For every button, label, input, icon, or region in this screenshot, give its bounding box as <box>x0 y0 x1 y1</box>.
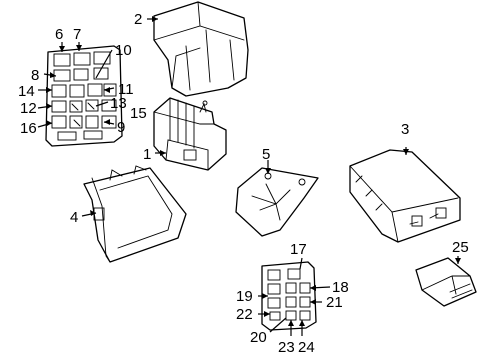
callout-22: 22 <box>236 306 253 323</box>
callout-12: 12 <box>20 100 37 117</box>
callout-7: 7 <box>73 26 81 43</box>
callout-20: 20 <box>250 329 267 346</box>
callout-25: 25 <box>452 239 469 256</box>
callout-4: 4 <box>70 209 78 226</box>
relay-holder-part <box>153 97 227 171</box>
callout-1: 1 <box>143 146 151 163</box>
callout-23: 23 <box>278 339 295 356</box>
callout-3: 3 <box>401 121 409 138</box>
bracket-plate-part <box>235 167 319 237</box>
callout-9: 9 <box>117 119 125 136</box>
tray-part <box>83 165 187 263</box>
relay-block-part <box>45 45 123 147</box>
callout-21: 21 <box>326 294 343 311</box>
callout-13: 13 <box>110 95 127 112</box>
callout-14: 14 <box>18 83 35 100</box>
callout-24: 24 <box>298 339 315 356</box>
leader-lines <box>37 16 461 336</box>
callout-15: 15 <box>130 105 147 122</box>
callout-11: 11 <box>118 81 134 98</box>
module-housing-part <box>349 149 461 243</box>
callout-18: 18 <box>332 279 349 296</box>
cover-part <box>153 1 249 97</box>
callout-labels: 2 1 3 4 5 6 7 8 9 10 11 12 13 14 15 16 1… <box>18 11 469 356</box>
connector-part <box>415 257 477 307</box>
callout-17: 17 <box>290 241 307 258</box>
callout-16: 16 <box>20 120 37 137</box>
callout-10: 10 <box>115 42 132 59</box>
callout-6: 6 <box>55 26 63 43</box>
callout-8: 8 <box>31 67 39 84</box>
callout-19: 19 <box>236 288 253 305</box>
callout-5: 5 <box>262 146 270 163</box>
small-relay-block-part <box>261 261 317 331</box>
callout-2: 2 <box>134 11 142 28</box>
